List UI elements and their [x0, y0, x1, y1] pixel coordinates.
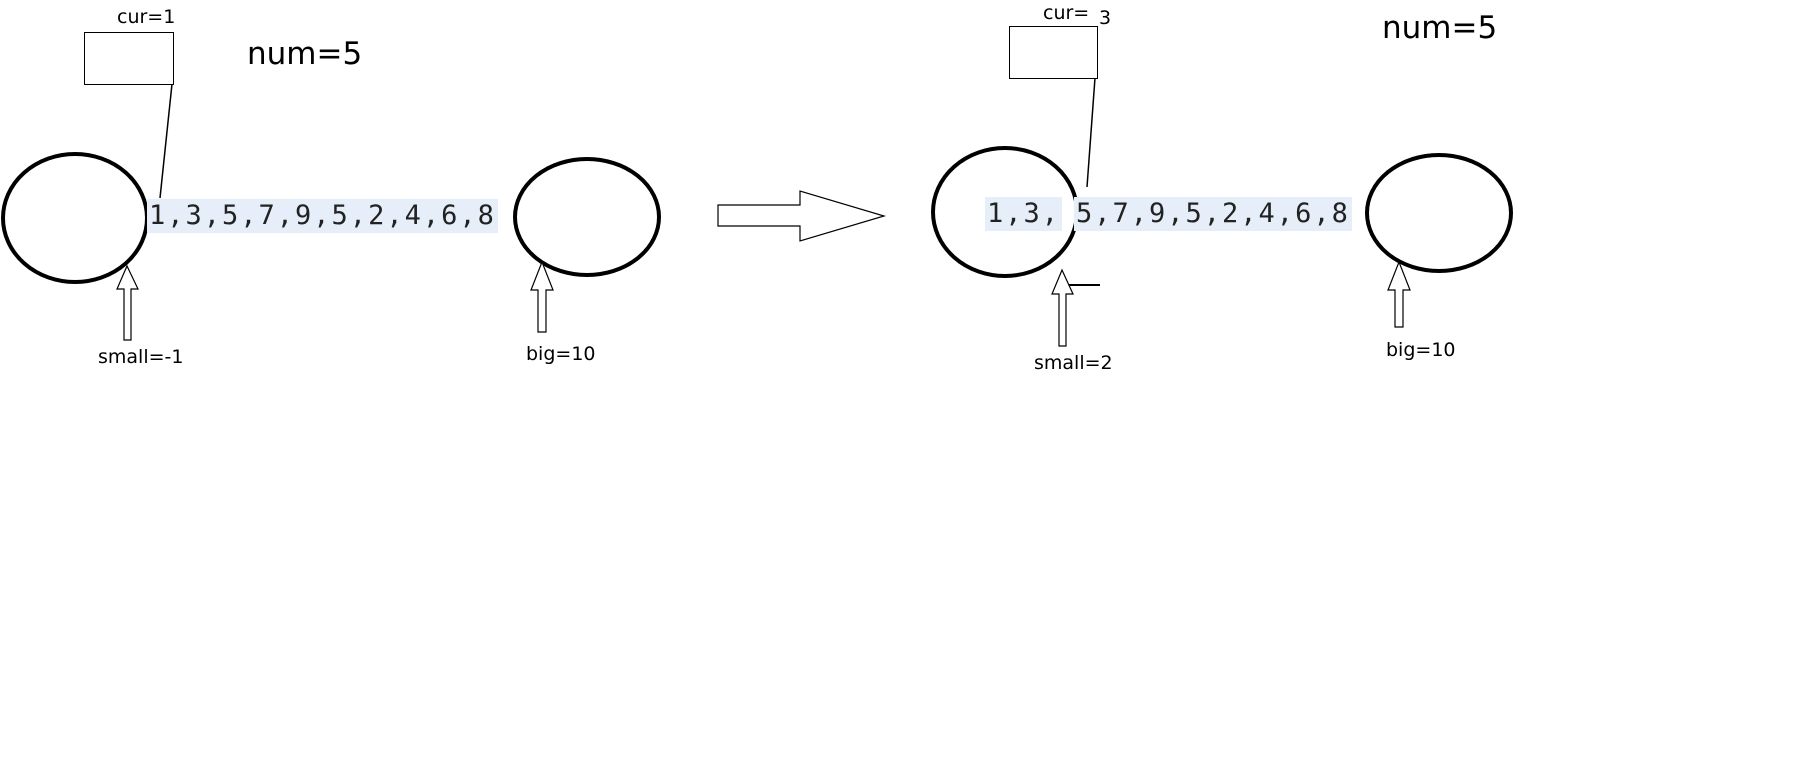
- after-sequence-left: 1,3,: [985, 197, 1063, 231]
- transition-arrow: [717, 190, 887, 242]
- before-big-label: big=10: [526, 343, 596, 365]
- before-right-circle: [513, 157, 661, 277]
- after-right-circle: [1365, 153, 1513, 273]
- after-cur-pointer-line: [1086, 77, 1096, 188]
- after-state-panel: cur= 3 num=5 1,3, 5,7,9,5,2,4,6,8 small=…: [900, 0, 1819, 768]
- before-cur-box: [84, 32, 174, 85]
- after-small-label: small=2: [1034, 352, 1113, 374]
- after-sequence-right: 5,7,9,5,2,4,6,8: [1074, 197, 1352, 231]
- after-big-label: big=10: [1386, 339, 1456, 361]
- after-small-up-arrow: [1051, 268, 1074, 347]
- before-cur-label: cur=1: [117, 6, 176, 28]
- after-cur-value: 3: [1099, 7, 1112, 29]
- after-drawing: [931, 77, 1513, 347]
- before-big-up-arrow: [530, 260, 554, 333]
- before-small-label: small=-1: [98, 346, 184, 368]
- before-cur-pointer-line: [159, 83, 173, 199]
- after-num-label: num=5: [1382, 10, 1498, 46]
- before-left-circle: [1, 152, 149, 284]
- after-cur-box: [1009, 26, 1098, 79]
- before-sequence: 1,3,5,7,9,5,2,4,6,8: [147, 199, 498, 233]
- after-cur-label: cur=: [1043, 2, 1090, 24]
- before-num-label: num=5: [247, 36, 363, 72]
- after-big-up-arrow: [1387, 260, 1411, 328]
- before-drawing: [1, 83, 887, 341]
- before-state-panel: cur=1 num=5 1,3,5,7,9,5,2,4,6,8 small=-1…: [0, 0, 887, 768]
- before-small-up-arrow: [116, 264, 139, 341]
